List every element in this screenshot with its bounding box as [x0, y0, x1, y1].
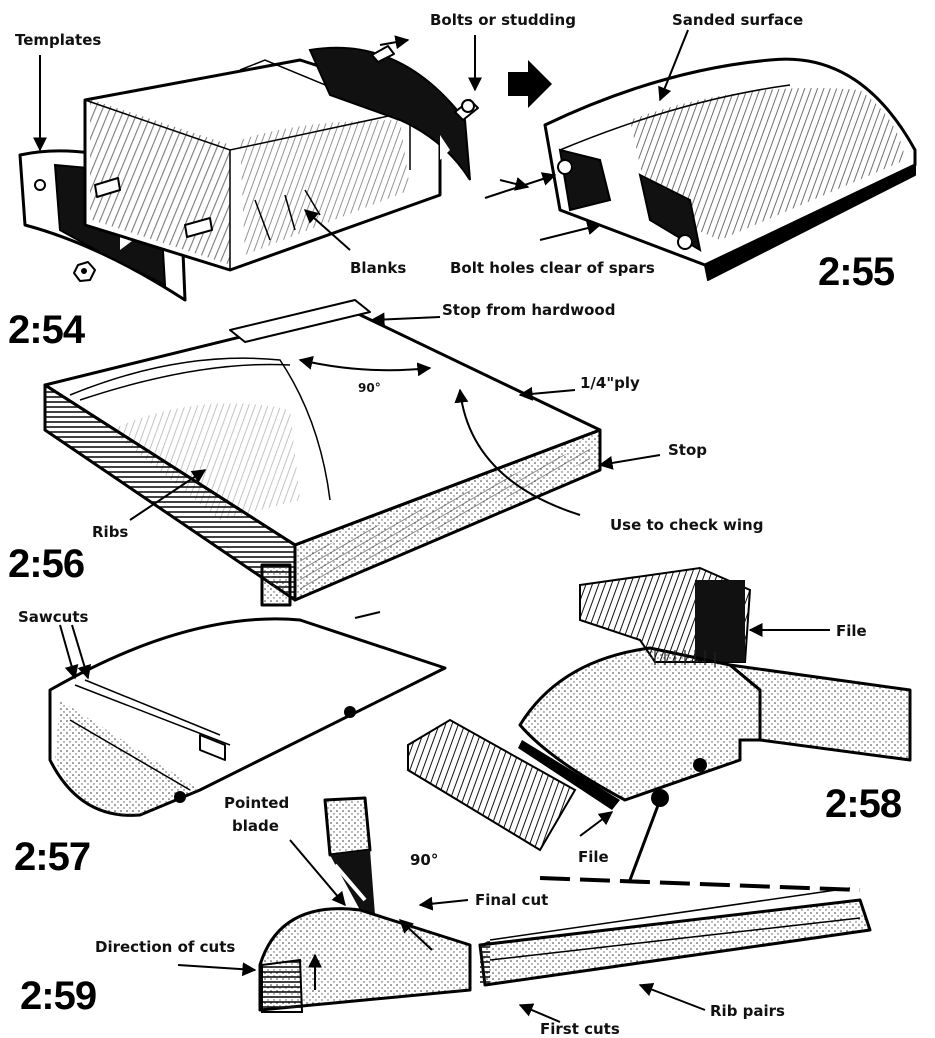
label-stop-hardwood: Stop from hardwood	[442, 301, 615, 319]
label-file-mid: File	[578, 848, 609, 866]
label-templates: Templates	[15, 31, 101, 49]
figure-number-2-59: 2:59	[20, 974, 96, 1018]
figure-2-59-drawing	[258, 718, 872, 1013]
figure-number-2-58: 2:58	[825, 782, 902, 826]
figure-number-2-57: 2:57	[14, 835, 90, 879]
label-pointed: Pointed	[224, 794, 289, 812]
label-sanded-surface: Sanded surface	[672, 11, 803, 29]
label-ribs: Ribs	[92, 523, 128, 541]
leader-lines	[33, 29, 830, 1023]
label-direction-of-cuts: Direction of cuts	[95, 938, 235, 956]
figure-numbers: 2:54 2:55 2:56 2:57 2:58 2:59	[8, 250, 903, 1018]
figure-2-55-drawing	[543, 57, 917, 281]
figure-2-54-drawing	[18, 45, 552, 302]
label-blade: blade	[232, 817, 279, 835]
label-bolts: Bolts or studding	[430, 11, 576, 29]
figure-number-2-54: 2:54	[8, 308, 86, 352]
label-ply: 1/4"ply	[580, 374, 640, 392]
label-90-small: 90°	[358, 381, 381, 395]
label-stop: Stop	[668, 441, 707, 459]
label-bolt-holes: Bolt holes clear of spars	[450, 259, 655, 277]
label-90: 90°	[410, 851, 438, 869]
figure-number-2-56: 2:56	[8, 542, 84, 586]
figure-2-56-drawing	[43, 299, 602, 607]
label-first-cuts: First cuts	[540, 1020, 620, 1038]
figure-number-2-55: 2:55	[818, 250, 895, 294]
label-sawcuts: Sawcuts	[18, 608, 89, 626]
label-final-cut: Final cut	[475, 891, 548, 909]
labels: Templates Bolts or studding Sanded surfa…	[15, 11, 867, 1038]
label-blanks: Blanks	[350, 259, 406, 277]
figure-2-58-drawing	[518, 566, 912, 810]
figure-2-57-drawing	[48, 617, 447, 817]
label-file-top: File	[836, 622, 867, 640]
label-use-to-check: Use to check wing	[610, 516, 763, 534]
label-rib-pairs: Rib pairs	[710, 1002, 785, 1020]
